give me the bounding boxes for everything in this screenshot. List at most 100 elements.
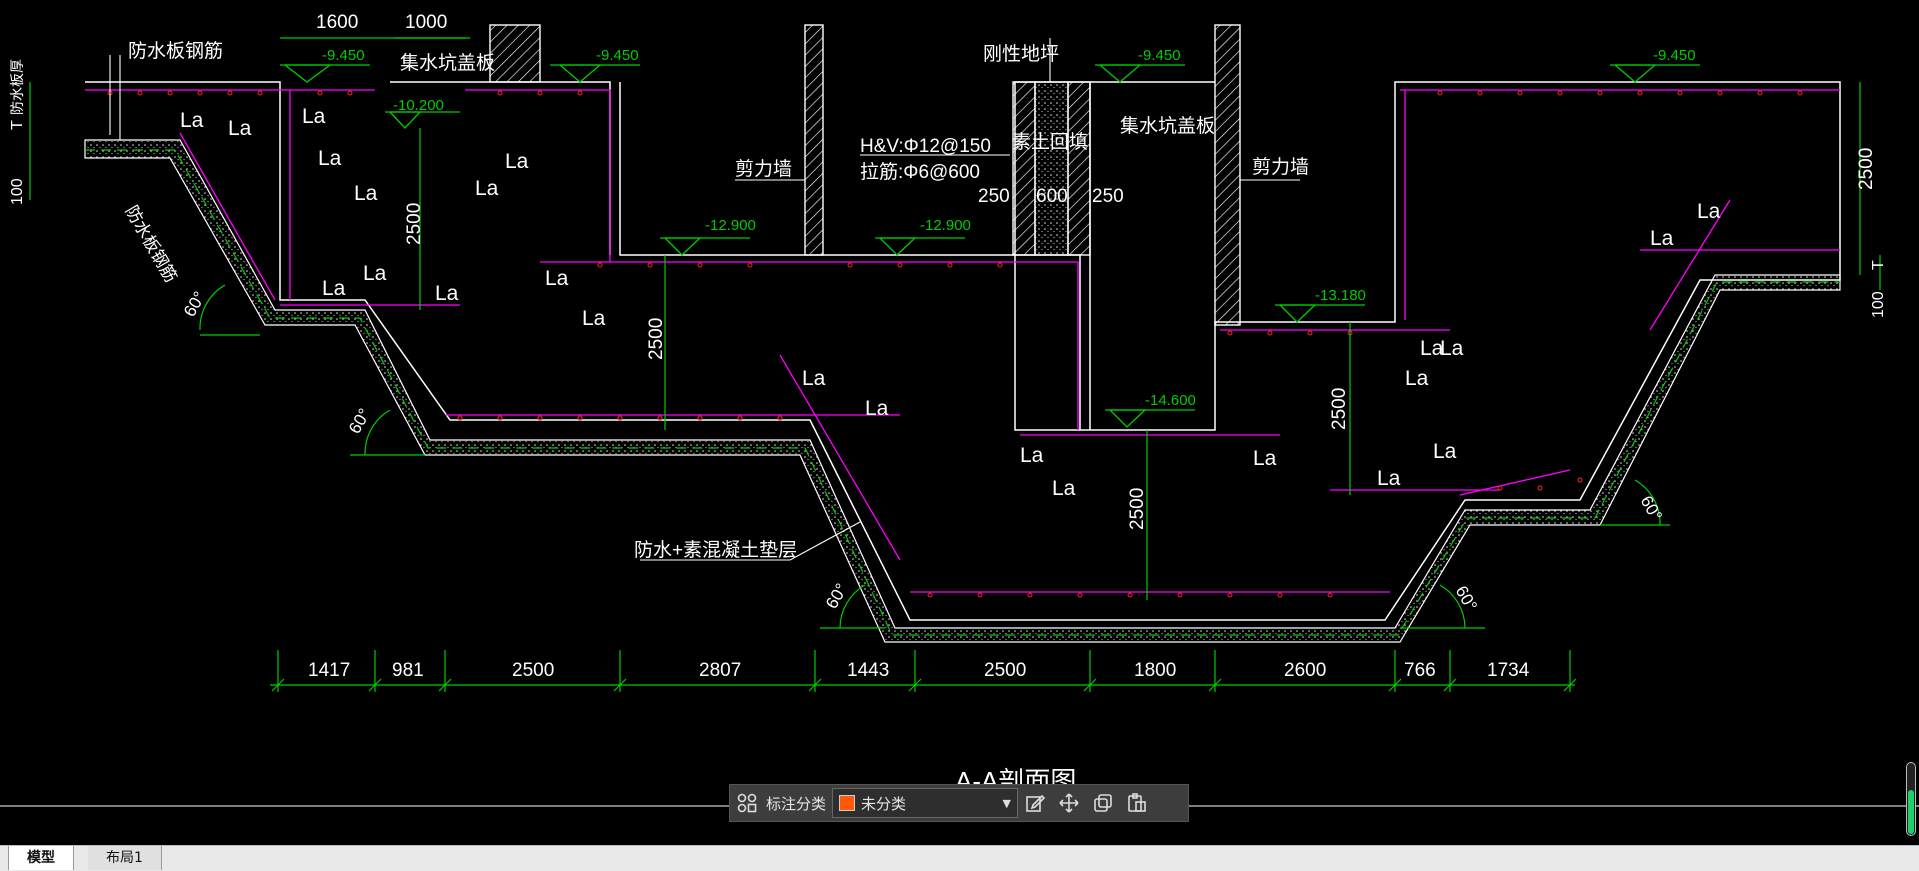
zoom-slider-fill — [1908, 790, 1914, 834]
level-label: -9.450 — [1138, 47, 1181, 64]
bottom-dimension: 1443 — [847, 660, 889, 681]
dimension-lines — [29, 37, 1881, 692]
label-gangxing-dipin: 刚性地坪 — [983, 43, 1059, 65]
level-label: -12.900 — [705, 217, 756, 234]
bottom-dimension: 2600 — [1284, 660, 1326, 681]
angle-label: 60° — [1452, 583, 1481, 615]
la-label: La — [322, 277, 346, 300]
level-label: -9.450 — [1653, 47, 1696, 64]
label-jishuikeng-gaiban-1: 集水坑盖板 — [400, 52, 495, 74]
la-label: La — [1440, 337, 1464, 360]
edit-icon[interactable] — [1018, 786, 1052, 820]
bottom-dimension: 1800 — [1134, 660, 1176, 681]
bottom-dimension: 766 — [1404, 660, 1436, 681]
dim-250b: 250 — [1092, 186, 1124, 207]
la-label: La — [475, 177, 499, 200]
label-rebar-tie: 拉筋:Φ6@600 — [860, 161, 980, 183]
vertical-dimension: 2500 — [1329, 388, 1350, 430]
level-markers — [280, 64, 1700, 428]
label-rebar-hv: H&V:Φ12@150 — [860, 136, 991, 157]
bottom-dimension: 2500 — [512, 660, 554, 681]
la-label: La — [505, 150, 529, 173]
angle-label: 60° — [822, 580, 851, 612]
vertical-dimension: 2500 — [646, 318, 667, 360]
la-label: La — [802, 367, 826, 390]
tab-layout1[interactable]: 布局1 — [88, 846, 162, 870]
level-label: -13.180 — [1315, 287, 1366, 304]
la-label: La — [354, 182, 378, 205]
label-jishuikeng-gaiban-2: 集水坑盖板 — [1120, 115, 1215, 137]
grid-icon[interactable] — [730, 786, 764, 820]
la-label: La — [302, 105, 326, 128]
vertical-dimensions: 2500 2500 2500 2500 2500 — [404, 148, 1877, 530]
label-jianli-qiang-1: 剪力墙 — [735, 158, 792, 180]
la-label: La — [1420, 337, 1444, 360]
dim-top-1600: 1600 — [316, 12, 358, 33]
la-label: La — [1253, 447, 1277, 470]
angle-arcs — [199, 284, 1670, 629]
level-label: -14.600 — [1145, 392, 1196, 409]
category-color-swatch — [839, 795, 856, 811]
level-label: -10.200 — [393, 97, 444, 114]
bottom-dimension: 981 — [392, 660, 424, 681]
dim-100-right: 100 — [1870, 291, 1887, 318]
bottom-dimension: 1417 — [308, 660, 350, 681]
paste-icon[interactable] — [1120, 786, 1154, 820]
angle-label: 60° — [180, 288, 209, 320]
label-dianceng: 防水+素混凝土垫层 — [634, 539, 797, 561]
la-label: La — [1433, 440, 1457, 463]
dimension-ticks — [271, 678, 1577, 692]
label-fangshui-ban-gangjin: 防水板钢筋 — [128, 40, 223, 62]
label-t-left: T — [9, 120, 26, 130]
la-label: La — [1377, 467, 1401, 490]
drawing-svg: 防水板钢筋 集水坑盖板 刚性地坪 集水坑盖板 素土回填 剪力墙 剪力墙 H&V:… — [0, 12, 1919, 807]
annotation-category-select[interactable]: 未分类 ▼ — [832, 788, 1019, 818]
dim-250a: 250 — [978, 186, 1010, 207]
bottom-dimensions: 1417 981 2500 2807 1443 2500 1800 2600 766 1734 — [308, 660, 1530, 681]
dim-600: 600 — [1036, 186, 1068, 207]
la-label: La — [1650, 227, 1674, 250]
category-selected-value: 未分类 — [861, 794, 907, 813]
chevron-down-icon: ▼ — [1002, 796, 1012, 810]
base-layers — [84, 139, 1841, 643]
vertical-dimension: 2500 — [1856, 148, 1877, 190]
bottom-dimension: 2807 — [699, 660, 741, 681]
angle-label: 60° — [1637, 493, 1666, 525]
dim-100-left: 100 — [9, 178, 26, 205]
la-label: La — [1697, 200, 1721, 223]
level-labels: -9.450 -9.450 -9.450 -9.450 -10.200 -12.900 -1… — [322, 47, 1696, 409]
bottom-dimension: 2500 — [984, 660, 1026, 681]
label-su-tu-huitian: 素土回填 — [1012, 131, 1088, 153]
la-label: La — [435, 282, 459, 305]
copy-icon[interactable] — [1086, 786, 1120, 820]
la-label: La — [180, 109, 204, 132]
move-icon[interactable] — [1052, 786, 1086, 820]
bottom-dimension: 1734 — [1487, 660, 1530, 681]
la-label: La — [545, 267, 569, 290]
la-label: La — [1405, 367, 1429, 390]
tab-model[interactable]: 模型 — [8, 846, 74, 870]
walls — [489, 24, 1241, 326]
annotation-category-label: 标注分类 — [766, 794, 827, 813]
la-label: La — [1020, 444, 1044, 467]
drawing-canvas[interactable]: 防水板钢筋 集水坑盖板 刚性地坪 集水坑盖板 素土回填 剪力墙 剪力墙 H&V:… — [0, 0, 1919, 845]
zoom-slider[interactable] — [1906, 762, 1916, 836]
dim-top-1000: 1000 — [405, 12, 447, 33]
vertical-dimension: 2500 — [1127, 488, 1148, 530]
level-label: -9.450 — [596, 47, 639, 64]
level-label: -12.900 — [920, 217, 971, 234]
la-label: La — [363, 262, 387, 285]
label-jianli-qiang-2: 剪力墙 — [1252, 156, 1309, 178]
label-fangshui-ban-hou: 防水板厚 — [9, 59, 25, 115]
rebar-lines — [85, 89, 1840, 593]
la-label: La — [228, 117, 252, 140]
annotation-toolbar: 标注分类 未分类 ▼ — [729, 784, 1189, 822]
layout-tab-bar: 模型 布局1 — [0, 845, 1919, 871]
leader-lines — [109, 38, 1300, 561]
la-label: La — [582, 307, 606, 330]
vertical-dimension: 2500 — [404, 203, 425, 245]
la-label: La — [1052, 477, 1076, 500]
label-t-right: T — [1870, 260, 1887, 270]
level-label: -9.450 — [322, 47, 365, 64]
